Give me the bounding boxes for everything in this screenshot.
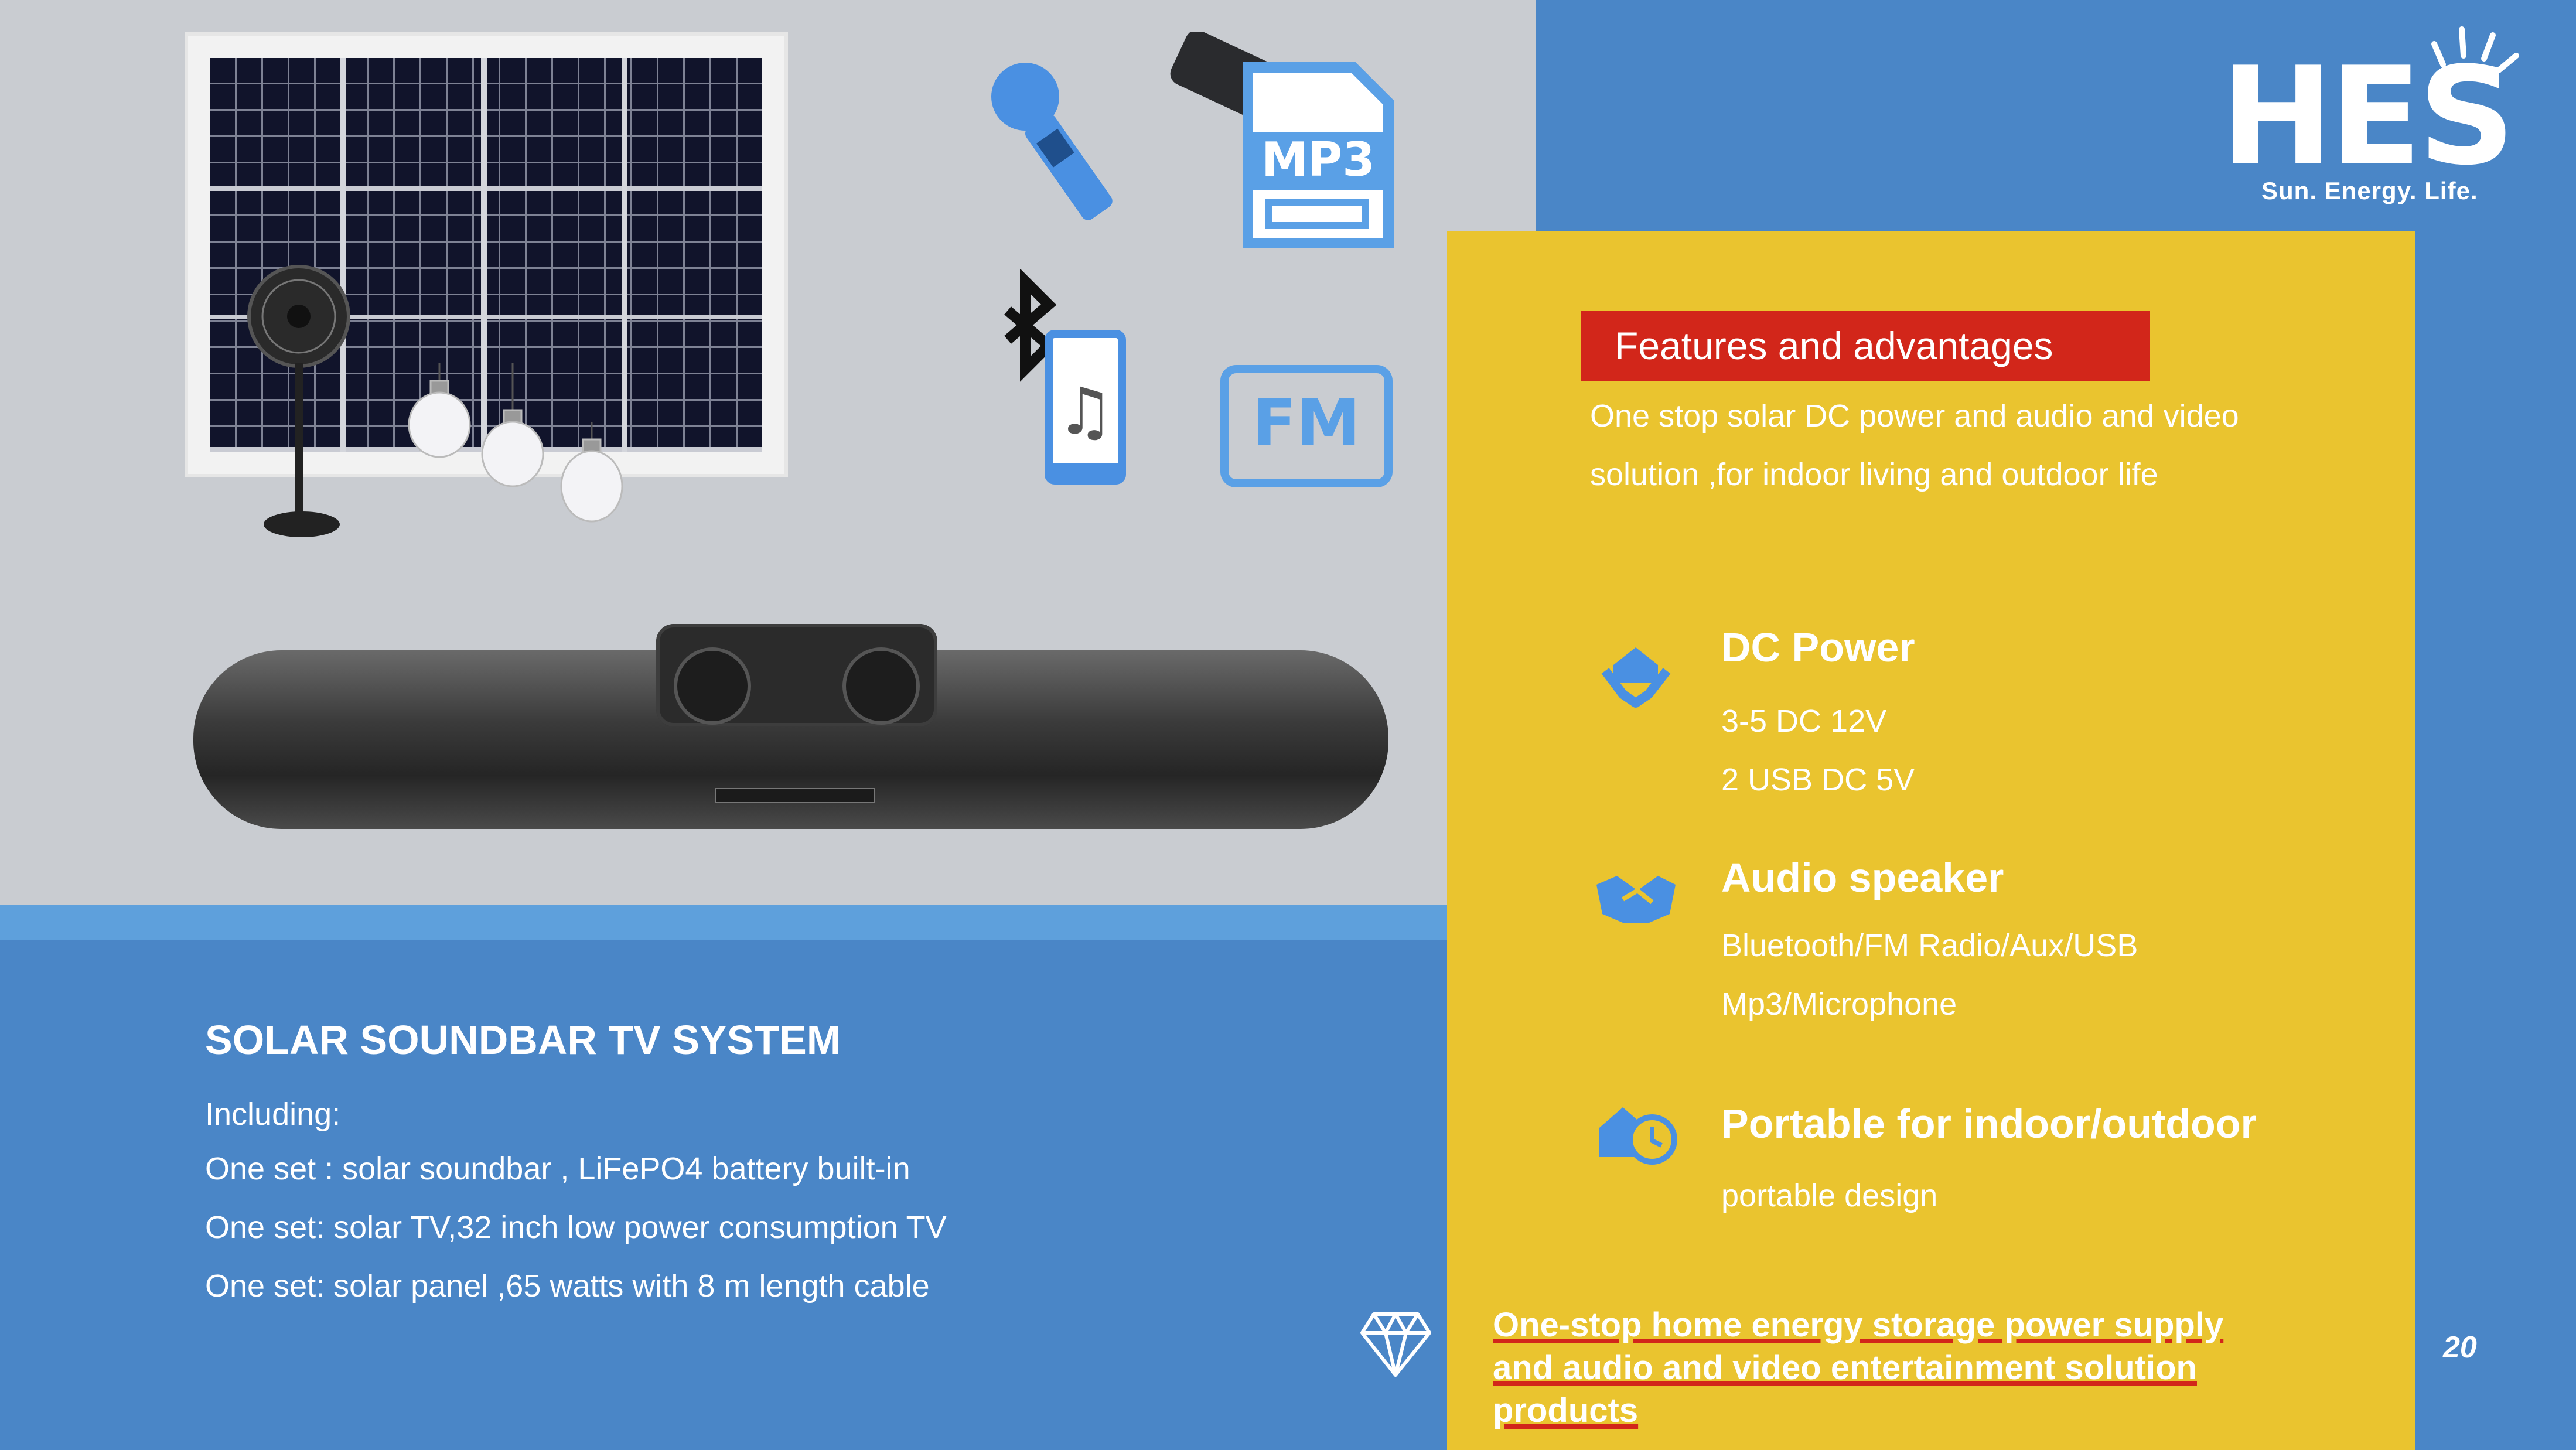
features-heading: Features and advantages [1581,311,2150,381]
sun-rays-icon [2431,26,2519,73]
features-card [1447,231,2415,1450]
right-strip [2415,231,2576,1450]
hes-logo: HES Sun. Energy. Life. [2220,23,2525,211]
footer-line: One-stop home energy storage power suppl… [1493,1306,2224,1344]
footer-slogan: One-stop home energy storage power suppl… [1493,1304,2342,1432]
page-number: 20 [2443,1330,2477,1364]
description-line: solution ,for indoor living and outdoor … [1590,457,2158,492]
header-band [1536,0,2576,231]
mp3-usb-icon: MP3 [1170,32,1394,248]
divider-band [0,905,1447,940]
feature-line: 3-5 DC 12V [1721,704,1887,739]
fan-image [247,265,350,537]
product-line: Including: [205,1097,341,1132]
fm-label: FM [1253,385,1361,460]
feature-title-dc-power: DC Power [1721,625,1915,670]
logo-tagline: Sun. Energy. Life. [2261,177,2478,204]
feature-line: 2 USB DC 5V [1721,762,1915,797]
led-bulbs-image [408,363,623,523]
features-description: One stop solar DC power and audio and vi… [1590,387,2322,504]
hands-house-icon [1601,647,1671,708]
home-clock-icon [1599,1107,1677,1165]
feature-line: Bluetooth/FM Radio/Aux/USB [1721,928,2138,963]
fm-radio-icon: FM [1220,365,1393,487]
soundbar-label-plate [715,788,875,803]
diamond-icon [1360,1312,1431,1377]
bluetooth-phone-icon: ♫ [1004,269,1126,485]
handshake-icon [1596,876,1676,923]
product-line: One set: solar panel ,65 watts with 8 m … [205,1268,930,1304]
product-section [0,940,1447,1450]
feature-title-portable: Portable for indoor/outdoor [1721,1101,2257,1147]
feature-line: Mp3/Microphone [1721,987,1957,1022]
product-title: SOLAR SOUNDBAR TV SYSTEM [205,1017,841,1063]
footer-line: products [1493,1391,1639,1429]
solar-panel-image [185,32,788,477]
product-details: Including: One set : solar soundbar , Li… [205,1090,947,1315]
product-line: One set: solar TV,32 inch low power cons… [205,1210,947,1245]
mp3-label: MP3 [1261,132,1375,187]
product-line: One set : solar soundbar , LiFePO4 batte… [205,1151,910,1186]
feature-line: portable design [1721,1178,1938,1213]
description-line: One stop solar DC power and audio and vi… [1590,398,2239,434]
feature-title-audio-speaker: Audio speaker [1721,855,2004,900]
soundbar-control-panel [656,624,937,726]
svg-text:♫: ♫ [1056,374,1114,449]
microphone-icon [991,63,1113,220]
logo-letters: HES [2220,39,2515,195]
footer-line: and audio and video entertainment soluti… [1493,1349,2197,1387]
